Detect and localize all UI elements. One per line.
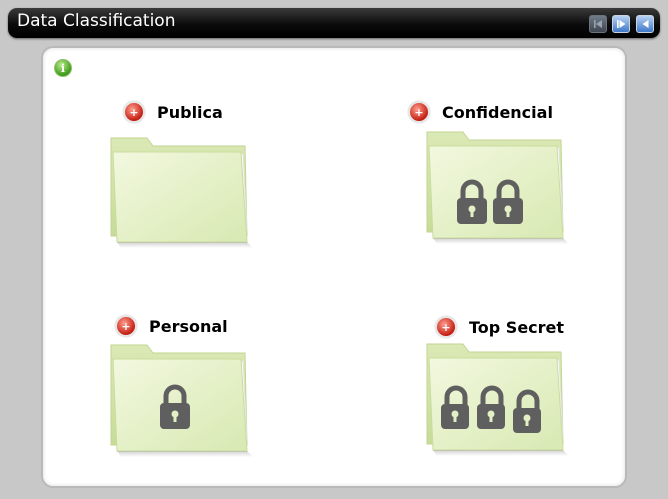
- next-button[interactable]: [612, 15, 630, 33]
- add-icon[interactable]: +: [115, 315, 137, 337]
- card-label: Publica: [157, 102, 223, 122]
- play-forward-icon: [617, 20, 626, 28]
- lock-icon: [513, 389, 541, 433]
- folder-publica[interactable]: [107, 134, 259, 250]
- window-title: Data Classification: [17, 11, 176, 31]
- folder-top-secret[interactable]: [423, 340, 575, 460]
- add-icon[interactable]: +: [435, 316, 457, 338]
- lock-icon: [457, 179, 487, 224]
- add-icon[interactable]: +: [408, 101, 430, 123]
- lock-icon: [160, 384, 190, 429]
- card-header-publica[interactable]: + Publica: [123, 101, 223, 123]
- card-header-confidencial[interactable]: + Confidencial: [408, 101, 553, 123]
- lock-icon: [477, 385, 505, 429]
- card-label: Top Secret: [469, 317, 565, 337]
- folder-personal[interactable]: [107, 341, 259, 459]
- card-label: Personal: [149, 316, 228, 336]
- card-header-top-secret[interactable]: + Top Secret: [435, 316, 564, 338]
- folder-confidencial[interactable]: [423, 128, 575, 246]
- classification-panel: i + Publica + Confidencial: [41, 46, 627, 488]
- skip-back-icon: [594, 20, 602, 28]
- card-label: Confidencial: [442, 102, 553, 122]
- info-icon[interactable]: i: [54, 59, 72, 77]
- prev-button[interactable]: [636, 15, 654, 33]
- card-header-personal[interactable]: + Personal: [115, 315, 228, 337]
- lock-icon: [493, 179, 523, 224]
- add-icon[interactable]: +: [123, 101, 145, 123]
- title-bar: Data Classification: [8, 8, 660, 38]
- lock-icon: [441, 385, 469, 429]
- play-back-icon: [642, 20, 649, 28]
- skip-back-button[interactable]: [589, 15, 607, 33]
